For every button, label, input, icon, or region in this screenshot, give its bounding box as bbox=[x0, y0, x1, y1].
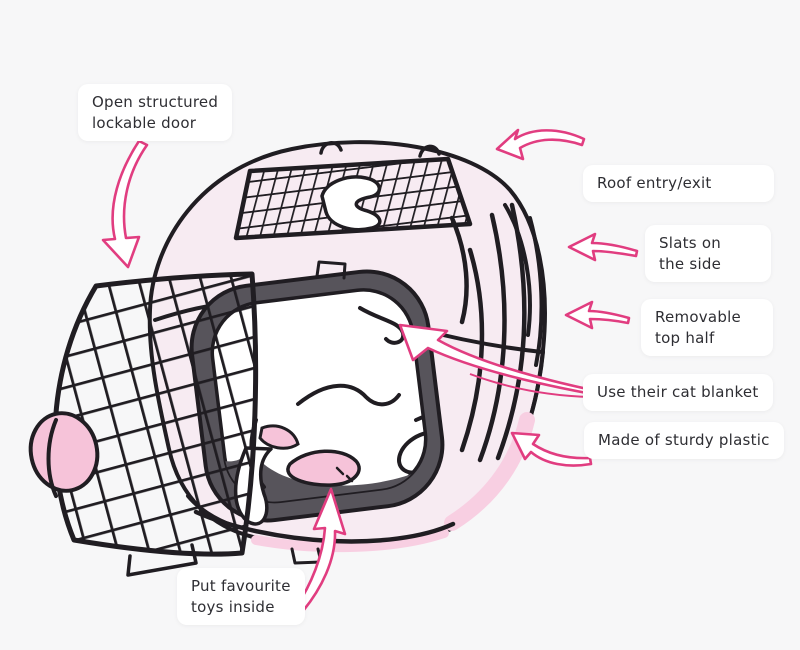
pink-band-bottom bbox=[251, 528, 449, 553]
label-put-favourite-toys-inside: Put favourite toys inside bbox=[177, 568, 305, 626]
plastic-arrow bbox=[510, 431, 593, 467]
label-use-their-cat-blanket: Use their cat blanket bbox=[583, 374, 773, 411]
label-slats-on-the-side: Slats on the side bbox=[645, 225, 771, 283]
door-mesh bbox=[52, 271, 259, 557]
knob-crease bbox=[46, 418, 58, 498]
toys-arrow bbox=[294, 487, 347, 613]
carry-handle-right bbox=[418, 144, 441, 158]
blanket-arrow-swoosh bbox=[469, 373, 592, 398]
roof-mesh-door bbox=[233, 141, 473, 241]
side-slats bbox=[449, 202, 544, 463]
label-made-of-sturdy-plastic: Made of sturdy plastic bbox=[584, 422, 784, 459]
label-open-structured-lockable-door: Open structured lockable door bbox=[78, 84, 233, 142]
favourite-toy bbox=[286, 449, 361, 487]
toy-stitches bbox=[335, 466, 354, 483]
blanket-arrow bbox=[398, 323, 594, 396]
top-ridge bbox=[503, 203, 532, 337]
open-wire-door bbox=[28, 271, 259, 577]
slats-arrow bbox=[567, 232, 639, 262]
door-latch-tab bbox=[126, 543, 198, 577]
roof-arrow bbox=[495, 128, 586, 161]
latch-tab-top bbox=[315, 260, 347, 280]
carry-handle-left bbox=[319, 141, 343, 155]
roof-handle-cutout bbox=[320, 175, 382, 232]
annotation-arrows bbox=[101, 128, 639, 613]
removable-arrow bbox=[564, 300, 631, 330]
open-door-arrow bbox=[101, 139, 149, 269]
label-removable-top-half: Removable top half bbox=[641, 299, 773, 357]
blanket-patch bbox=[258, 424, 300, 450]
label-roof-entry-exit: Roof entry/exit bbox=[583, 165, 774, 202]
